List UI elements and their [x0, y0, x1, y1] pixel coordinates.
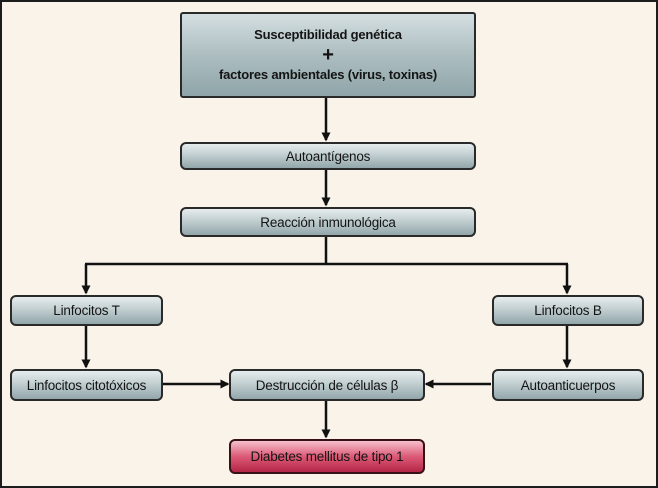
beta-cell-destruction-box: Destrucción de células β — [229, 369, 425, 401]
immune-reaction-box: Reacción inmunológica — [180, 207, 476, 237]
cytotoxic-lymphocytes-box: Linfocitos citotóxicos — [10, 369, 163, 401]
autoantigens-box: Autoantígenos — [180, 142, 476, 170]
type1-diabetes-box: Diabetes mellitus de tipo 1 — [229, 439, 425, 474]
susceptibility-label: Susceptibilidad genética — [254, 27, 402, 43]
b-lymphocytes-box: Linfocitos B — [492, 295, 644, 326]
autoantibodies-box: Autoanticuerpos — [492, 369, 644, 401]
plus-sign: + — [322, 43, 334, 66]
susceptibility-box: Susceptibilidad genética + factores ambi… — [180, 12, 476, 98]
t-lymphocytes-box: Linfocitos T — [10, 295, 163, 326]
environmental-factors-label: factores ambientales (virus, toxinas) — [218, 66, 437, 82]
